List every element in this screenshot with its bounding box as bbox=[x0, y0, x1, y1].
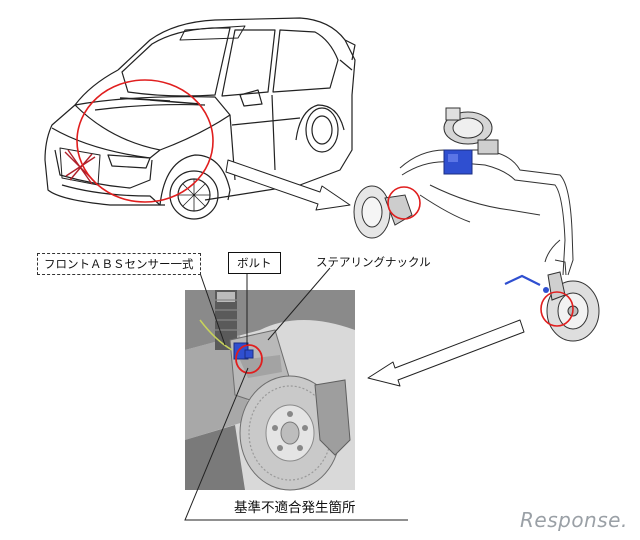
label-abs-sensor: フロントＡＢＳセンサー一式 bbox=[37, 253, 201, 275]
label-defect-location: 基準不適合発生箇所 bbox=[234, 500, 356, 516]
label-bolt: ボルト bbox=[228, 252, 281, 274]
closeup-photo bbox=[185, 290, 355, 491]
arrow-car-to-brake bbox=[225, 159, 351, 211]
arrows bbox=[225, 159, 525, 387]
label-steering-knuckle: ステアリングナックル bbox=[316, 255, 431, 269]
car-highlight-circle bbox=[76, 79, 214, 203]
watermark: Response. bbox=[520, 508, 628, 532]
brake-highlight-circles bbox=[387, 186, 574, 327]
brake-system-illustration bbox=[353, 107, 600, 342]
arrow-brake-to-closeup bbox=[367, 319, 525, 387]
